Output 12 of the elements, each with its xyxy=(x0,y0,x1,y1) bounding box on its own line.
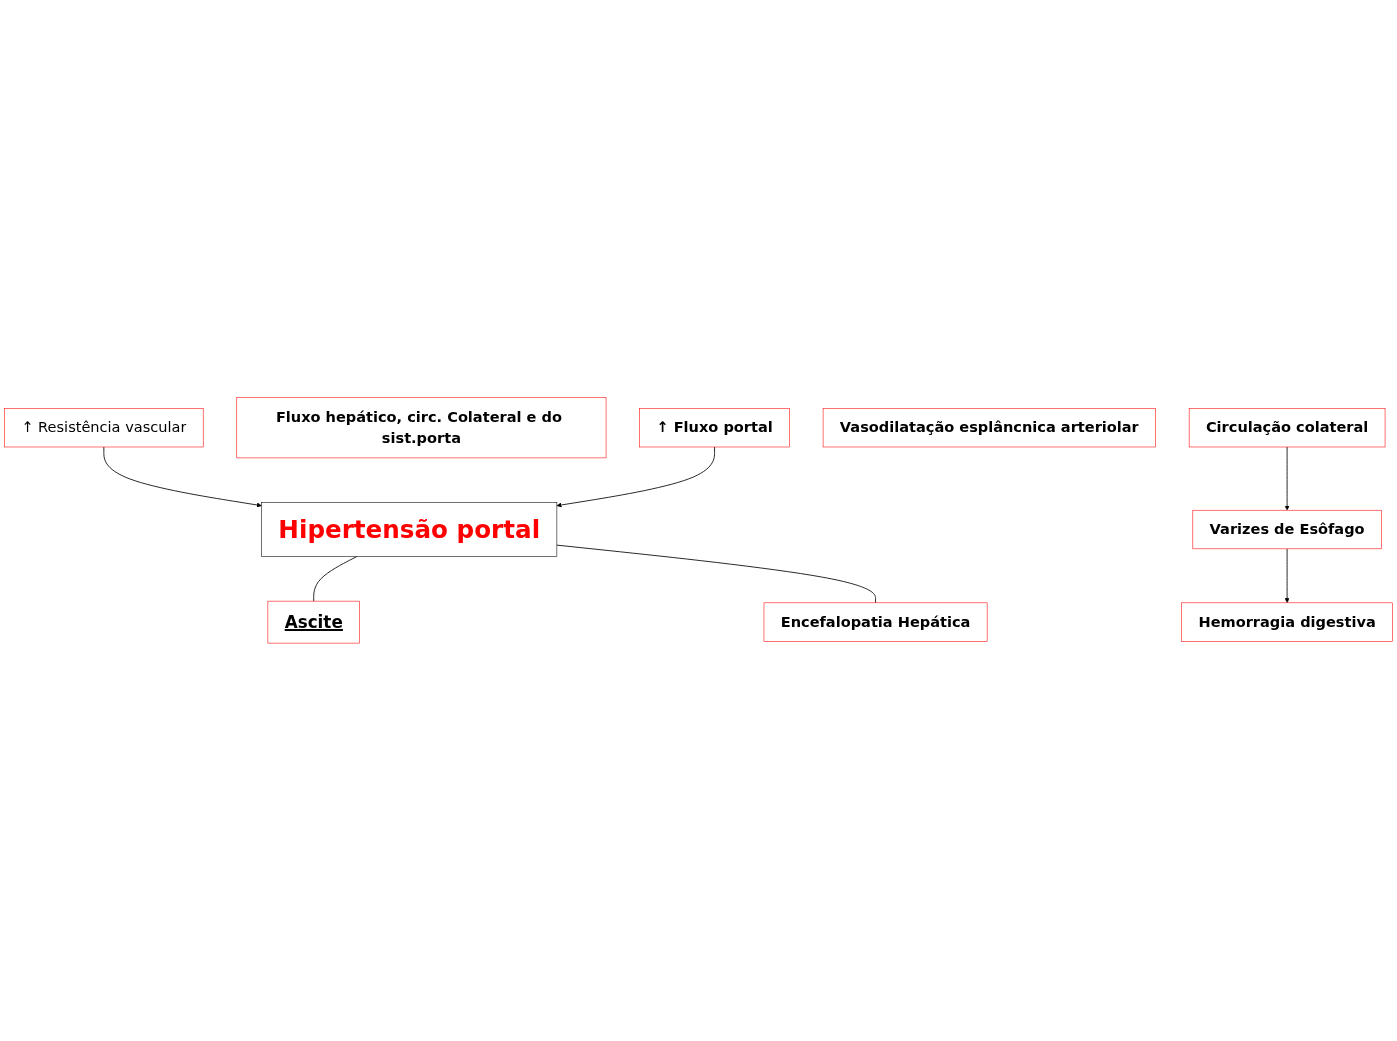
node-box: Circulação colateral xyxy=(1188,408,1386,448)
node-box: Hipertensão portal xyxy=(261,502,558,557)
node-box: ↑ Fluxo portal xyxy=(639,408,790,448)
connector xyxy=(556,544,876,604)
node-box: Hemorragia digestiva xyxy=(1181,602,1393,642)
node-box: Ascite xyxy=(267,601,360,644)
node-box: Fluxo hepático, circ. Colateral e do sist.porta xyxy=(236,397,607,459)
connector xyxy=(313,556,358,602)
node-box: ↑ Resistência vascular xyxy=(4,408,204,448)
node-box: Vasodilatação esplâncnica arteriolar xyxy=(822,408,1156,448)
node-box: Varizes de Esôfago xyxy=(1192,510,1382,550)
node-box: Encefalopatia Hepática xyxy=(763,602,988,642)
